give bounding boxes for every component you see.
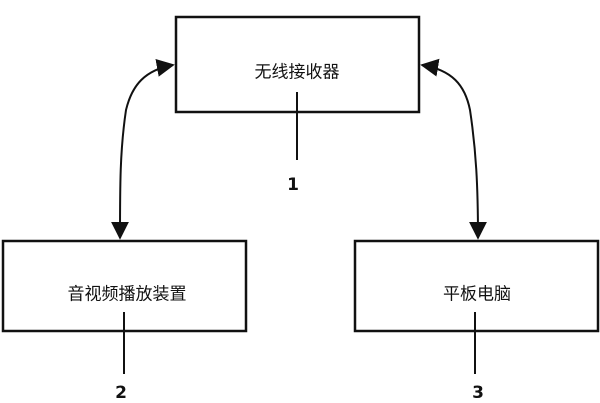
av-device-label: 音视频播放装置 xyxy=(67,284,187,305)
ref-number-1: 1 xyxy=(287,175,299,195)
connector-receiver-av-device xyxy=(111,58,175,240)
tablet-box xyxy=(353,239,600,333)
ref-number-3: 3 xyxy=(472,383,484,403)
connector-receiver-tablet xyxy=(420,58,487,240)
tablet-label: 平板电脑 xyxy=(443,284,511,305)
receiver-label: 无线接收器 xyxy=(254,62,340,83)
ref-number-2: 2 xyxy=(115,383,127,403)
